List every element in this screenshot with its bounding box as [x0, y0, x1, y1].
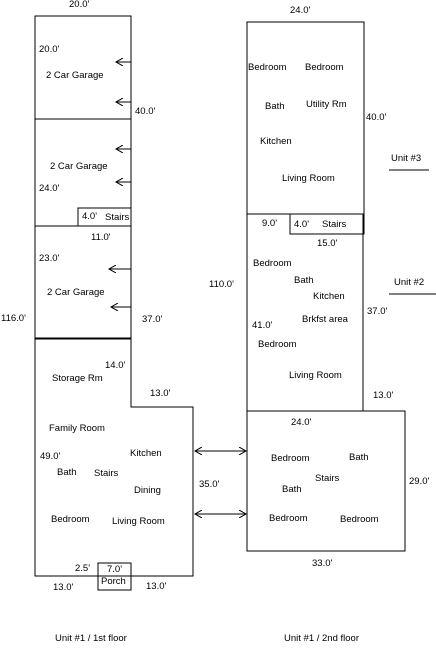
- dim-unit1-notch: 13.0': [373, 390, 393, 401]
- second-floor-walls: [246, 21, 406, 552]
- room-stairs-1f-b: Stairs: [94, 468, 119, 479]
- room-u3-bath: Bath: [265, 101, 285, 112]
- dim-unit2-width: 15.0': [317, 238, 337, 249]
- room-u3-kitchen: Kitchen: [260, 136, 292, 147]
- room-u3-living: Living Room: [282, 173, 335, 184]
- dim-garage3-depth: 37.0': [142, 314, 162, 325]
- room-living-1f: Living Room: [112, 516, 165, 527]
- room-u1-bedroom-3: Bedroom: [340, 514, 379, 525]
- unit-2-outline: [246, 213, 364, 412]
- room-u2-bath: Bath: [294, 275, 314, 286]
- room-kitchen-1f: Kitchen: [130, 448, 162, 459]
- dim-porch-width: 7.0': [107, 564, 122, 575]
- dim-notch: 13.0': [150, 388, 170, 399]
- room-porch: Porch: [101, 576, 126, 587]
- room-u2-living: Living Room: [289, 370, 342, 381]
- caption-second-floor: Unit #1 / 2nd floor: [284, 633, 359, 644]
- room-bath-1f: Bath: [57, 467, 77, 478]
- dim-unit2-depth: 37.0': [367, 306, 387, 317]
- dim-porch-offset: 2.5': [75, 563, 90, 574]
- dim-brkfst-depth: 41.0': [252, 320, 272, 331]
- caption-first-floor: Unit #1 / 1st floor: [55, 633, 127, 644]
- dim-family-depth: 49.0': [40, 451, 60, 462]
- dim-unit1-width: 33.0': [312, 558, 332, 569]
- unit-1-2f-outline: [246, 410, 406, 552]
- dim-unit3-depth: 40.0': [366, 112, 386, 123]
- room-stairs-1f: Stairs: [105, 212, 130, 223]
- dim-garage3-width: 23.0': [39, 253, 59, 264]
- porch-box: [97, 562, 132, 591]
- room-u2-brkfst: Brkfst area: [302, 314, 349, 325]
- room-u2-bedroom-1: Bedroom: [253, 258, 292, 269]
- dim-2f-overall-depth: 110.0': [209, 279, 234, 290]
- room-storage: Storage Rm: [52, 373, 103, 384]
- dim-unit1-top: 24.0': [291, 417, 311, 428]
- dim-garage1-width: 20.0': [39, 44, 59, 55]
- dim-garage3-top: 11.0': [91, 232, 111, 243]
- dim-1f-bottom-left: 13.0': [53, 582, 73, 593]
- room-u1-bedroom-1: Bedroom: [271, 453, 310, 464]
- first-floor-walls: [34, 15, 194, 591]
- dim-1f-bottom-right: 13.0': [146, 581, 166, 592]
- dim-storage-width: 14.0': [105, 360, 125, 371]
- room-u3-utility: Utility Rm: [306, 99, 347, 110]
- unit-3-label: Unit #3: [391, 153, 421, 164]
- unit-2-label: Unit #2: [394, 277, 424, 288]
- room-garage-1: 2 Car Garage: [46, 70, 104, 81]
- dim-stairs-width-2f: 4.0': [294, 219, 309, 230]
- room-bedroom-1f: Bedroom: [51, 514, 90, 525]
- dim-connector: 35.0': [199, 479, 219, 490]
- room-family: Family Room: [49, 423, 105, 434]
- dim-garage1-depth: 40.0': [135, 106, 155, 117]
- room-u1-bedroom-2: Bedroom: [269, 513, 308, 524]
- garage-2-outline: [34, 118, 132, 227]
- room-stairs-2f: Stairs: [322, 219, 347, 230]
- dim-unit1-depth: 29.0': [409, 476, 429, 487]
- dim-stairs-width-1f: 4.0': [82, 211, 97, 222]
- room-u2-kitchen: Kitchen: [313, 291, 345, 302]
- room-u1-bath-1: Bath: [349, 452, 369, 463]
- dim-unit3-width: 24.0': [290, 5, 310, 16]
- unit-3-outline: [246, 21, 365, 215]
- living-area-outline: [34, 338, 194, 577]
- room-dining: Dining: [134, 485, 161, 496]
- dim-garage2-width: 24.0': [39, 183, 59, 194]
- garage-3-outline: [34, 225, 132, 339]
- dim-1f-overall-depth: 116.0': [1, 313, 26, 324]
- garage-1-outline: [34, 15, 132, 120]
- dim-1f-top-width: 20.0': [69, 0, 89, 10]
- garage-arrows: [109, 62, 131, 307]
- room-u2-bedroom-2: Bedroom: [258, 339, 297, 350]
- room-u1-stairs: Stairs: [315, 473, 340, 484]
- room-garage-2: 2 Car Garage: [50, 161, 108, 172]
- connector-arrows: [195, 451, 246, 514]
- dim-offset: 9.0': [262, 218, 277, 229]
- room-garage-3: 2 Car Garage: [47, 287, 105, 298]
- room-u3-bedroom-2: Bedroom: [305, 62, 344, 73]
- room-u3-bedroom-1: Bedroom: [248, 62, 287, 73]
- room-u1-bath-2: Bath: [282, 484, 302, 495]
